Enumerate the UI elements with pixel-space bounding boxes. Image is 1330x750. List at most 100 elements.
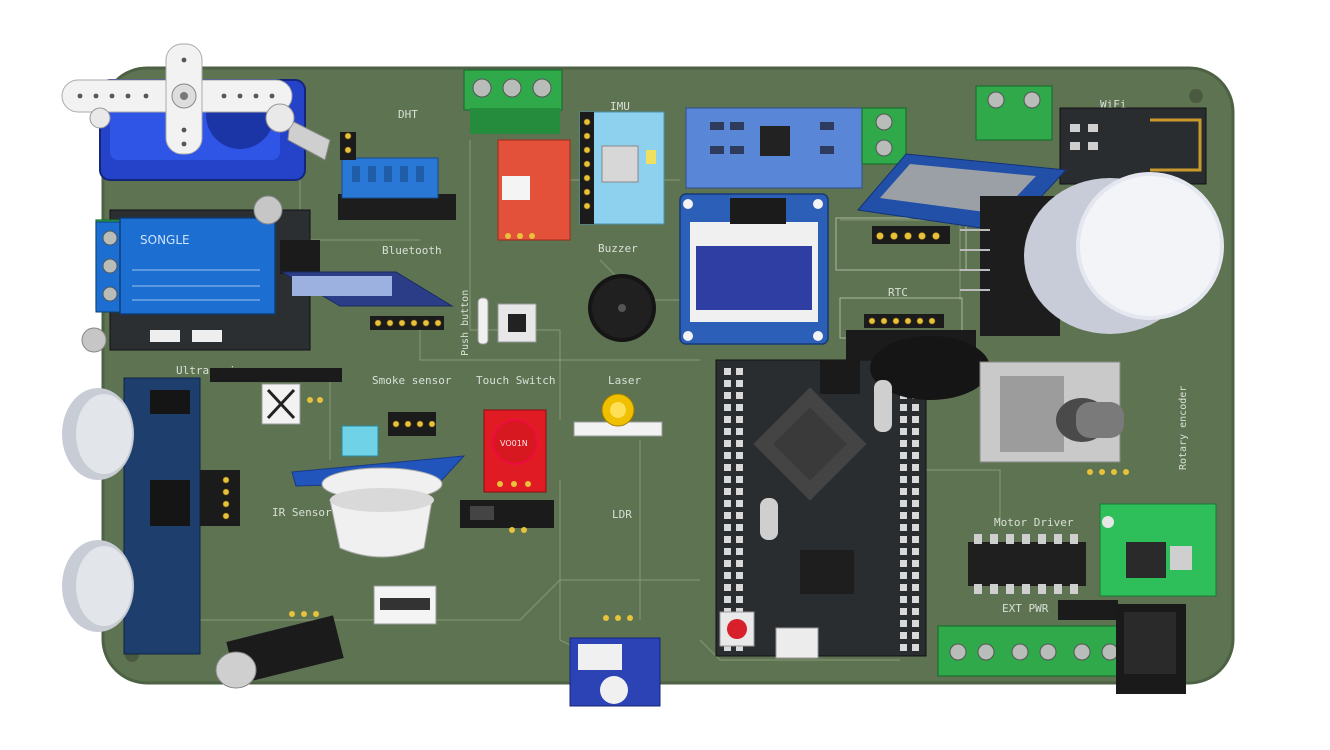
label-touch-switch: Touch Switch — [476, 374, 555, 387]
mcu-pin — [912, 596, 919, 603]
mcu-pin — [912, 440, 919, 447]
mcu-pin — [736, 536, 743, 543]
mcu-pin — [900, 464, 907, 471]
mcu-pin — [912, 584, 919, 591]
mcu-pin — [724, 512, 731, 519]
mcu-pin — [900, 536, 907, 543]
touch-chip-text: VO01N — [500, 439, 528, 448]
microcontroller-icon — [715, 359, 927, 659]
mcu-pin — [900, 644, 907, 651]
label-rtc: RTC — [888, 286, 908, 299]
mcu-pin — [724, 488, 731, 495]
mcu-pin — [724, 416, 731, 423]
mcu-pin — [900, 416, 907, 423]
mcu-pin — [724, 440, 731, 447]
mcu-pin — [900, 476, 907, 483]
oled-display-icon — [679, 193, 829, 345]
blue-driver-module — [685, 107, 907, 189]
mcu-pin — [736, 476, 743, 483]
motor-driver-ic — [968, 534, 1086, 594]
round-black-sensor — [846, 330, 990, 432]
mcu-pin — [724, 368, 731, 375]
mcu-pin — [724, 572, 731, 579]
label-buzzer: Buzzer — [598, 242, 638, 255]
mcu-pin — [912, 524, 919, 531]
bluetooth-module — [280, 271, 454, 330]
capacitor-icon — [960, 172, 1224, 336]
mcu-pin — [900, 524, 907, 531]
small-breakout — [460, 500, 554, 533]
mcu-pin — [912, 416, 919, 423]
mcu-pin — [736, 644, 743, 651]
label-rotary-encoder: Rotary encoder — [1178, 386, 1189, 470]
label-ldr-top: Laser — [608, 374, 641, 387]
label-ir-sensor: IR Sensor — [272, 506, 332, 519]
label-push-button: Push button — [460, 290, 471, 356]
mcu-pin — [724, 584, 731, 591]
mcu-pin — [900, 440, 907, 447]
mcu-pin — [900, 572, 907, 579]
mcu-pin — [736, 440, 743, 447]
mcu-pin — [912, 572, 919, 579]
push-button — [477, 297, 537, 345]
mcu-pin — [900, 428, 907, 435]
smoke-sensor — [291, 412, 466, 558]
mcu-pin — [912, 428, 919, 435]
mcu-pin — [912, 620, 919, 627]
mcu-pin — [736, 596, 743, 603]
mcu-pin — [724, 548, 731, 555]
mcu-pin — [736, 416, 743, 423]
mcu-pin — [724, 464, 731, 471]
mcu-pin — [736, 428, 743, 435]
mcu-pin — [912, 632, 919, 639]
mcu-pin — [912, 464, 919, 471]
buzzer-icon — [588, 274, 656, 342]
mcu-pin — [900, 632, 907, 639]
mcu-pin — [724, 536, 731, 543]
jst-connector — [373, 585, 437, 625]
mcu-pin — [900, 548, 907, 555]
mcu-pin — [736, 392, 743, 399]
servo-motor-icon — [61, 43, 331, 181]
ir-sensor — [210, 368, 342, 425]
mcu-pin — [912, 536, 919, 543]
mcu-pin — [912, 512, 919, 519]
rotary-encoder — [979, 361, 1129, 475]
mcu-pin — [724, 476, 731, 483]
mcu-pin — [912, 476, 919, 483]
mcu-pin — [912, 500, 919, 507]
ultrasonic-sensor — [62, 377, 240, 655]
mcu-pin — [736, 500, 743, 507]
label-ext-power: EXT PWR — [1002, 602, 1049, 615]
mcu-pin — [736, 524, 743, 531]
ldr-bottom-module — [569, 615, 661, 707]
mcu-pin — [736, 572, 743, 579]
mcu-pin — [736, 464, 743, 471]
wifi-module — [975, 85, 1207, 185]
mcu-pin — [912, 452, 919, 459]
mcu-pin — [736, 548, 743, 555]
mcu-pin — [724, 392, 731, 399]
mcu-pin — [724, 560, 731, 567]
dc-dc-module — [1099, 503, 1217, 597]
mcu-pin — [912, 404, 919, 411]
mcu-pin — [736, 368, 743, 375]
mcu-pin — [900, 488, 907, 495]
mcu-pin — [736, 512, 743, 519]
relay-module-icon: SONGLE — [81, 195, 320, 353]
mcu-pin — [724, 596, 731, 603]
mcu-pin — [900, 452, 907, 459]
mcu-pin — [900, 512, 907, 519]
mcu-pin — [912, 608, 919, 615]
ldr-top-sensor — [573, 393, 663, 437]
mcu-pin — [736, 404, 743, 411]
label-bluetooth: Bluetooth — [382, 244, 442, 257]
mcu-pin — [724, 500, 731, 507]
touch-switch: VO01N — [483, 409, 547, 493]
mcu-pin — [912, 644, 919, 651]
ir-led-module — [215, 611, 344, 689]
red-sensor-board — [497, 139, 571, 241]
label-imu: IMU — [610, 100, 630, 113]
mcu-pin — [724, 644, 731, 651]
